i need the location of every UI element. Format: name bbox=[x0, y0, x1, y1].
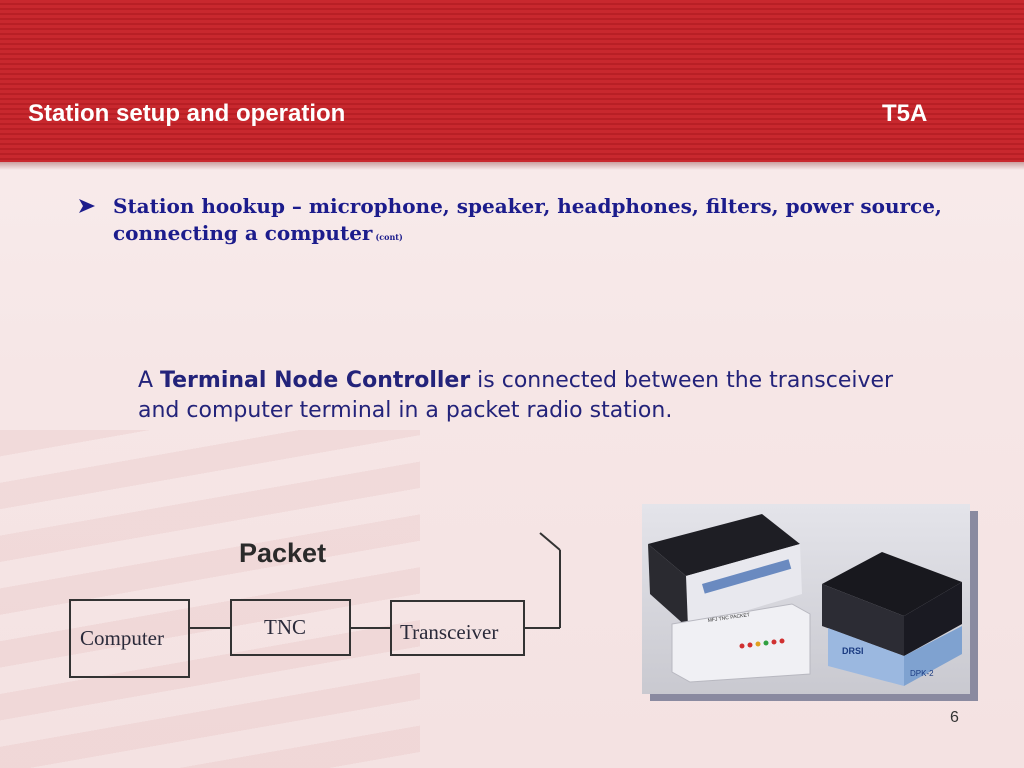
transceiver-label: Transceiver bbox=[400, 620, 499, 644]
tnc-label: TNC bbox=[264, 615, 306, 639]
bullet-text: Station hookup – microphone, speaker, he… bbox=[113, 194, 942, 245]
title-bar-shadow bbox=[0, 162, 1024, 170]
diagram-title: Packet bbox=[239, 538, 327, 568]
drsi-brand: DRSI bbox=[842, 646, 864, 656]
slide-title: Station setup and operation bbox=[28, 100, 346, 127]
title-bar bbox=[0, 0, 1024, 162]
bullet-point: Station hookup – microphone, speaker, he… bbox=[113, 193, 983, 251]
flag-watermark bbox=[0, 430, 420, 768]
cont-label: (cont) bbox=[375, 232, 403, 242]
tnc-description: A Terminal Node Controller is connected … bbox=[138, 366, 918, 426]
para-rest: is connected between the transceiver and… bbox=[138, 368, 894, 423]
mfj-brand: MFJ TNC PACKET bbox=[707, 612, 750, 624]
computer-label: Computer bbox=[80, 626, 164, 650]
section-code: T5A bbox=[882, 100, 928, 127]
tnc-devices-illustration: DRSI DPK-2 MFJ TNC PACKET bbox=[642, 504, 970, 694]
page-number: 6 bbox=[950, 709, 959, 726]
drsi-model: DPK-2 bbox=[910, 669, 934, 678]
para-prefix: A bbox=[138, 368, 161, 393]
bullet-arrow-icon bbox=[79, 199, 95, 213]
para-term: Terminal Node Controller bbox=[160, 368, 471, 393]
tnc-photo: DRSI DPK-2 MFJ TNC PACKET bbox=[642, 504, 970, 694]
